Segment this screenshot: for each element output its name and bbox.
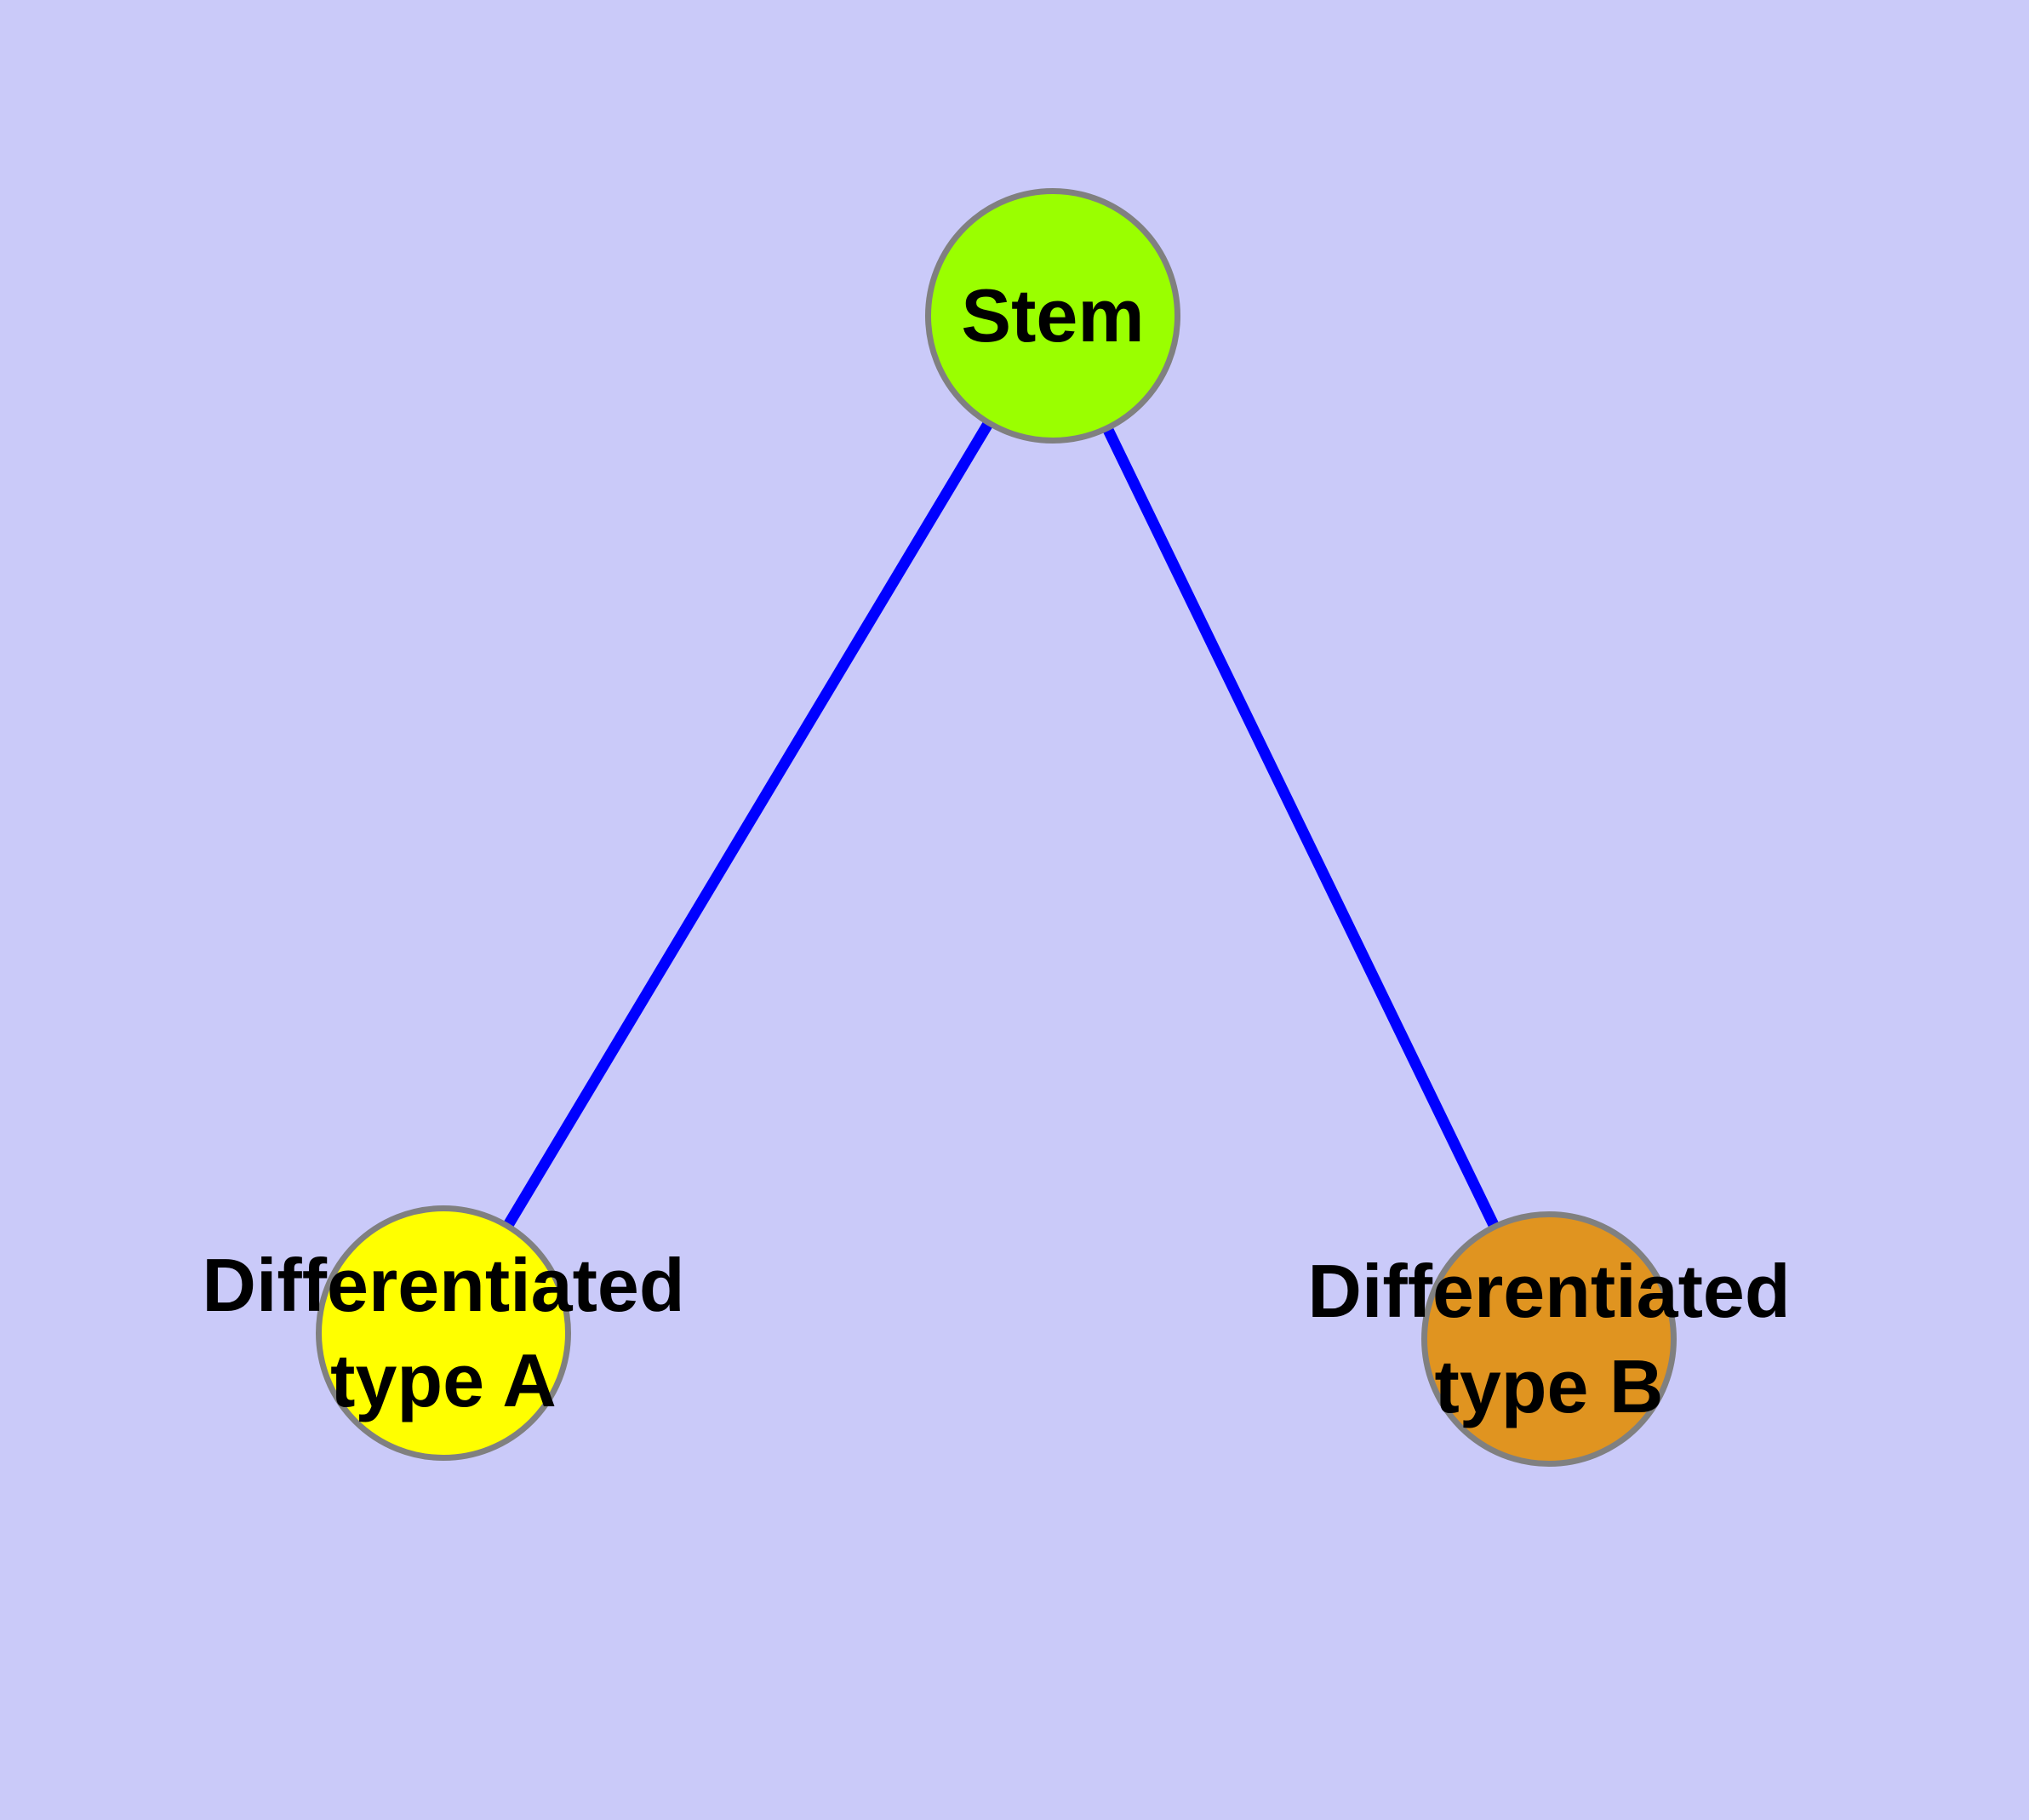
node-differentiated-type-a-label: Differentiated type A	[202, 1238, 684, 1428]
node-stem: Stem	[925, 188, 1180, 444]
node-stem-label: Stem	[961, 268, 1144, 363]
node-differentiated-type-b-label-line-1: Differentiated	[1307, 1249, 1791, 1333]
node-differentiated-type-a-label-line-1: Differentiated	[202, 1243, 685, 1327]
edge-stem-to-differentiated-type-a	[438, 312, 1058, 1336]
node-differentiated-type-a: Differentiated type A	[202, 1205, 685, 1461]
node-differentiated-type-b-label: Differentiated type B	[1307, 1244, 1790, 1434]
node-differentiated-type-b-label-line-2: type B	[1434, 1344, 1664, 1428]
edge-stem-to-differentiated-type-b	[1048, 313, 1554, 1342]
node-differentiated-type-a-label-line-2: type A	[330, 1338, 557, 1422]
node-differentiated-type-b: Differentiated type B	[1307, 1211, 1791, 1467]
node-stem-label-line: Stem	[961, 273, 1145, 358]
